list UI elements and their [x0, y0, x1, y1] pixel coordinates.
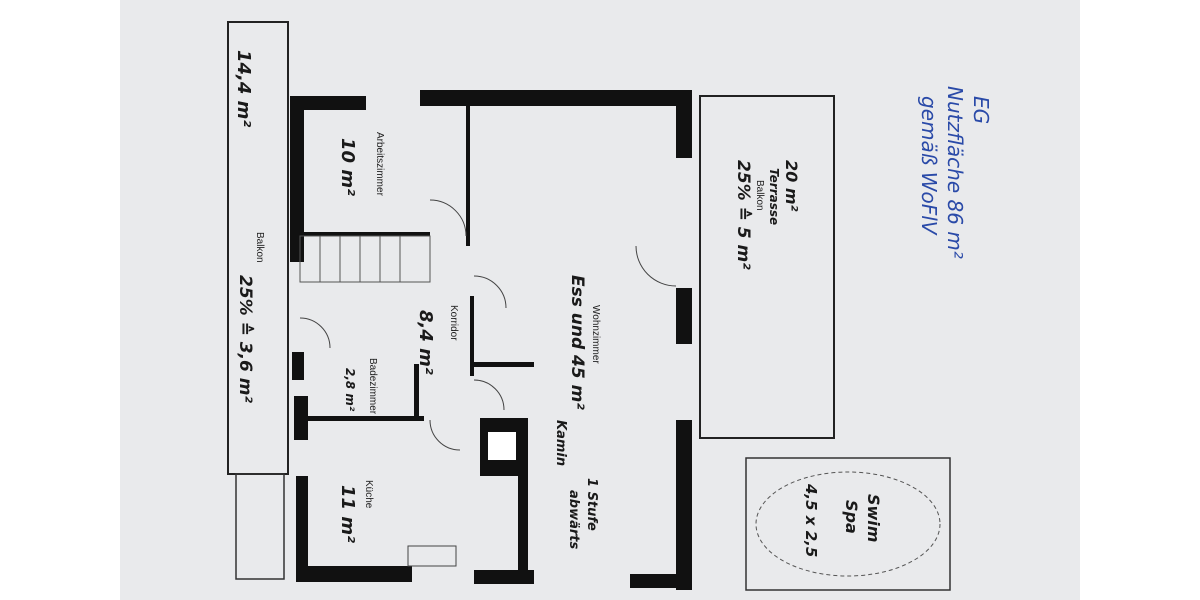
arbeitszimmer-area: 10 m²	[337, 138, 358, 196]
note-line3: gemäß WoFlV	[917, 96, 941, 236]
balcony-right-label: Balkon	[754, 180, 765, 211]
kitchen-sink	[407, 545, 457, 567]
arbeitszimmer-label: Arbeitszimmer	[374, 132, 385, 197]
swimspa-line2: Spa	[842, 500, 861, 534]
kueche-label: Küche	[363, 480, 374, 509]
korridor-area: 8,4 m²	[415, 310, 436, 375]
balcony-left-area: 14,4 m²	[233, 50, 254, 127]
balcony-left-label: Balkon	[254, 232, 265, 263]
swim-spa-basin	[755, 471, 941, 577]
badezimmer-area: 2,8 m²	[343, 368, 357, 412]
badezimmer-label: Badezimmer	[367, 358, 378, 415]
balcony-left-lower	[235, 473, 285, 580]
note-line1: EG	[969, 96, 993, 124]
wohnzimmer-area: Ess und 45 m²	[567, 275, 587, 410]
swimspa-line1: Swim	[864, 494, 883, 542]
fireplace	[488, 432, 516, 460]
balcony-right	[699, 95, 835, 439]
wohnzimmer-label: Wohnzimmer	[590, 305, 601, 364]
balcony-right-type: Terrasse	[767, 168, 781, 225]
kamin-label: Kamin	[553, 420, 568, 466]
korridor-label: Korridor	[448, 305, 459, 341]
stufe-line1: 1 Stufe	[584, 478, 599, 531]
balcony-right-area: 20 m²	[782, 160, 801, 212]
stairs	[299, 235, 431, 283]
note-line2: Nutzfläche 86 m²	[943, 86, 967, 259]
balcony-left-calc: 25% ≙ 3,6 m²	[235, 275, 255, 404]
kueche-area: 11 m²	[337, 485, 358, 543]
door-arcs	[299, 199, 677, 451]
swimspa-size: 4,5 x 2,5	[802, 483, 820, 557]
walls	[290, 90, 692, 590]
swim-spa	[745, 457, 951, 591]
stufe-line2: abwärts	[566, 490, 581, 549]
balcony-right-calc: 25% ≙ 5 m²	[733, 160, 753, 270]
